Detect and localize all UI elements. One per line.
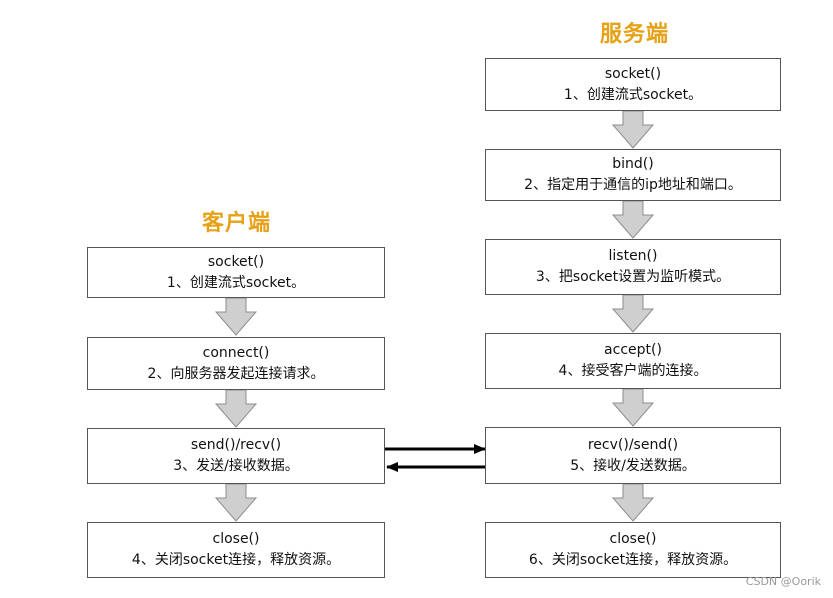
- down-arrow-icon: [611, 294, 655, 333]
- step-func: accept(): [604, 342, 662, 358]
- step-desc: 4、接受客户端的连接。: [558, 363, 708, 379]
- server-step-accept: accept() 4、接受客户端的连接。: [485, 333, 781, 389]
- down-arrow-icon: [214, 389, 258, 428]
- step-desc: 1、创建流式socket。: [563, 86, 703, 103]
- watermark: CSDN @Oorik: [745, 575, 821, 588]
- step-desc: 6、关闭socket连接，释放资源。: [528, 552, 738, 568]
- step-desc: 1、创建流式socket。: [166, 274, 306, 291]
- client-step-socket: socket() 1、创建流式socket。: [87, 247, 385, 298]
- client-title: 客户端: [202, 211, 272, 236]
- client-step-connect: connect() 2、向服务器发起连接请求。: [87, 337, 385, 390]
- server-title: 服务端: [600, 22, 670, 47]
- step-func: connect(): [202, 344, 270, 361]
- step-func: listen(): [608, 248, 658, 264]
- server-step-socket: socket() 1、创建流式socket。: [485, 58, 781, 111]
- step-func: close(): [609, 531, 657, 547]
- down-arrow-icon: [611, 110, 655, 149]
- down-arrow-icon: [214, 297, 258, 336]
- client-step-send-recv: send()/recv() 3、发送/接收数据。: [87, 428, 385, 484]
- step-func: recv()/send(): [587, 436, 679, 453]
- server-step-bind: bind() 2、指定用于通信的ip地址和端口。: [485, 149, 781, 201]
- step-func: close(): [212, 531, 260, 547]
- down-arrow-icon: [611, 483, 655, 522]
- step-func: send()/recv(): [190, 437, 282, 453]
- server-step-recv-send: recv()/send() 5、接收/发送数据。: [485, 427, 781, 484]
- server-step-listen: listen() 3、把socket设置为监听模式。: [485, 239, 781, 295]
- step-desc: 4、关闭socket连接，释放资源。: [131, 552, 341, 568]
- down-arrow-icon: [214, 483, 258, 522]
- step-desc: 5、接收/发送数据。: [570, 457, 696, 474]
- step-func: socket(): [207, 253, 265, 270]
- step-desc: 2、向服务器发起连接请求。: [147, 365, 325, 382]
- step-desc: 2、指定用于通信的ip地址和端口。: [524, 177, 742, 193]
- step-func: socket(): [604, 65, 662, 82]
- step-desc: 3、把socket设置为监听模式。: [535, 269, 731, 285]
- step-func: bind(): [612, 156, 654, 172]
- client-step-close: close() 4、关闭socket连接，释放资源。: [87, 522, 385, 578]
- down-arrow-icon: [611, 200, 655, 239]
- down-arrow-icon: [611, 388, 655, 427]
- server-step-close: close() 6、关闭socket连接，释放资源。: [485, 522, 781, 578]
- step-desc: 3、发送/接收数据。: [173, 458, 299, 474]
